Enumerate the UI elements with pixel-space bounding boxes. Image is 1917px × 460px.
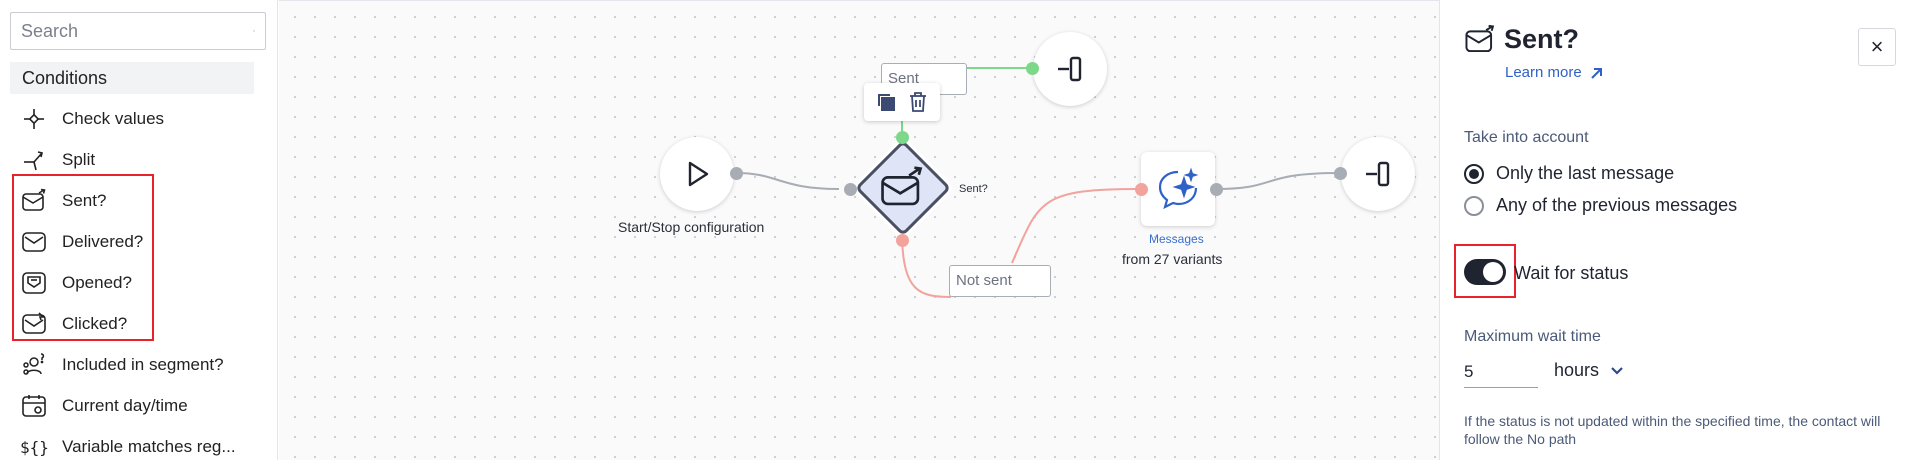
- chevron-down-icon: [1611, 366, 1623, 375]
- play-icon: [688, 161, 709, 187]
- condition-item-check-values[interactable]: Check values: [20, 98, 270, 139]
- condition-item-clicked[interactable]: Clicked?: [20, 303, 270, 344]
- envelope-sent-icon: [876, 162, 928, 214]
- learn-more-link[interactable]: Learn more: [1505, 64, 1604, 81]
- start-node-label: Start/Stop configuration: [618, 219, 765, 235]
- learn-more-label: Learn more: [1505, 64, 1582, 81]
- messages-input-port[interactable]: [1135, 183, 1148, 196]
- node-toolbar: [864, 83, 940, 121]
- condition-yes-port[interactable]: [896, 131, 909, 144]
- search-box[interactable]: [10, 12, 266, 50]
- radio-only-last-message[interactable]: Only the last message: [1464, 163, 1674, 184]
- search-input[interactable]: [21, 20, 253, 42]
- end-node-sent-port[interactable]: [1026, 62, 1039, 75]
- condition-input-port[interactable]: [844, 183, 857, 196]
- condition-item-split[interactable]: Split: [20, 139, 270, 180]
- trash-icon[interactable]: [907, 91, 929, 113]
- end-node-messages[interactable]: [1341, 137, 1415, 211]
- variable-icon: ${}: [20, 433, 48, 460]
- section-title-conditions: Conditions: [10, 62, 254, 94]
- split-icon: [20, 146, 48, 174]
- condition-item-segment[interactable]: Included in segment?: [20, 344, 270, 385]
- envelope-sent-icon: [20, 187, 48, 215]
- messages-node-label: Messages: [1149, 232, 1204, 246]
- max-wait-time-input[interactable]: [1464, 356, 1538, 388]
- condition-item-label: Current day/time: [62, 395, 188, 415]
- segment-icon: [20, 351, 48, 379]
- radio-button-selected[interactable]: [1464, 163, 1484, 184]
- wire-messages-to-end: [1215, 172, 1340, 190]
- end-node-messages-port[interactable]: [1334, 167, 1347, 180]
- condition-item-label: Included in segment?: [62, 354, 224, 374]
- end-node-sent[interactable]: [1033, 32, 1107, 106]
- envelope-open-icon: [20, 269, 48, 297]
- radio-button[interactable]: [1464, 195, 1484, 216]
- envelope-icon: [20, 228, 48, 256]
- close-button[interactable]: ×: [1858, 28, 1896, 66]
- condition-item-sent[interactable]: Sent?: [20, 180, 270, 221]
- messages-output-port[interactable]: [1210, 183, 1223, 196]
- ai-chat-bubble-icon: [1158, 167, 1199, 210]
- wire-notsent-to-messages: [1011, 188, 1140, 264]
- condition-item-delivered[interactable]: Delivered?: [20, 221, 270, 262]
- external-arrow-icon: [1591, 67, 1602, 79]
- condition-item-label: Delivered?: [62, 231, 144, 251]
- radio-any-previous-messages[interactable]: Any of the previous messages: [1464, 195, 1737, 216]
- wait-hint-text: If the status is not updated within the …: [1464, 413, 1881, 447]
- svg-text:${}: ${}: [20, 438, 48, 457]
- messages-node[interactable]: [1141, 152, 1215, 226]
- conditions-list: Check values Split Sent? Delivered?: [20, 98, 270, 460]
- wire-notsent-branch: [901, 238, 952, 298]
- condition-item-label: Opened?: [62, 272, 132, 292]
- condition-item-label: Check values: [62, 108, 165, 128]
- messages-node-sublabel: from 27 variants: [1122, 251, 1223, 267]
- envelope-sent-icon: [1465, 24, 1495, 53]
- close-icon: ×: [1870, 34, 1884, 59]
- check-values-icon: [20, 105, 48, 133]
- take-into-account-label: Take into account: [1464, 129, 1589, 146]
- condition-item-label: Split: [62, 149, 96, 169]
- condition-item-opened[interactable]: Opened?: [20, 262, 270, 303]
- panel-title: Sent?: [1504, 24, 1580, 54]
- radio-label: Only the last message: [1496, 163, 1675, 183]
- exit-icon: [1058, 56, 1082, 82]
- connection-wires: [735, 67, 1340, 298]
- toggle-knob: [1483, 262, 1503, 282]
- condition-item-label: Sent?: [62, 190, 107, 210]
- condition-item-label: Variable matches reg...: [62, 436, 236, 456]
- max-wait-time-label: Maximum wait time: [1464, 328, 1601, 345]
- condition-branch-label: Sent?: [959, 183, 988, 195]
- condition-item-current-day-time[interactable]: Current day/time: [20, 385, 270, 426]
- start-output-port[interactable]: [730, 167, 743, 180]
- wait-for-status-toggle[interactable]: [1464, 259, 1506, 285]
- calendar-icon: [20, 392, 48, 420]
- wait-unit-select[interactable]: hours: [1554, 360, 1623, 381]
- radio-label: Any of the previous messages: [1496, 195, 1738, 215]
- copy-icon[interactable]: [875, 91, 897, 113]
- condition-no-port[interactable]: [896, 234, 909, 247]
- properties-panel: Sent? Learn more × Take into account Onl…: [1439, 0, 1917, 460]
- branch-tag-not-sent[interactable]: Not sent: [949, 265, 1051, 297]
- conditions-sidebar: Conditions Check values Split Sent?: [0, 0, 278, 460]
- wait-unit-value: hours: [1554, 360, 1600, 380]
- start-stop-node[interactable]: [660, 137, 734, 211]
- flow-canvas[interactable]: Sent Start/Stop configuration Sent? Not …: [279, 0, 1439, 460]
- condition-item-label: Clicked?: [62, 313, 128, 333]
- exit-icon: [1366, 161, 1390, 187]
- condition-item-variable-regex[interactable]: ${} Variable matches reg...: [20, 426, 270, 460]
- wire-start-to-condition: [735, 172, 840, 190]
- wait-for-status-label: Wait for status: [1514, 263, 1629, 283]
- search-icon[interactable]: [253, 19, 255, 43]
- envelope-click-icon: [20, 310, 48, 338]
